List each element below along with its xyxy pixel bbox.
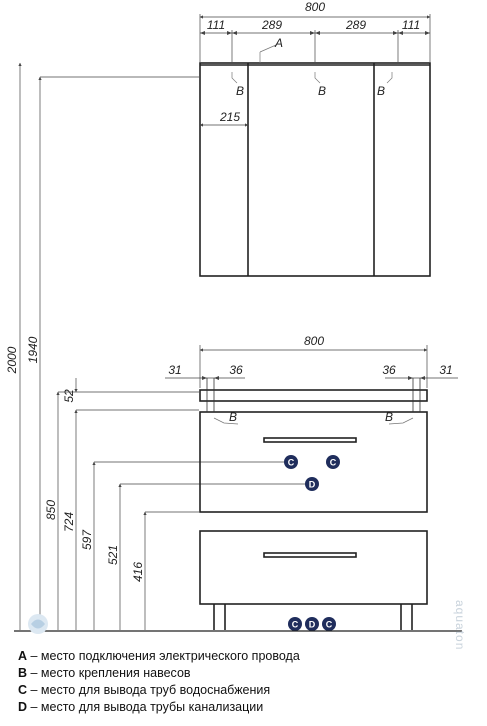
legend-item-d: D – место для вывода трубы канализации (18, 699, 458, 716)
upper-hinge-markers: B B B (231, 72, 393, 98)
svg-text:C: C (288, 458, 295, 468)
brand-logo-icon (28, 614, 48, 634)
vanity-offset-dimensions: 31 36 36 31 (165, 363, 458, 380)
floor-marker-2: D (305, 617, 319, 631)
offset-right-inner: 36 (382, 363, 396, 377)
height-724-dimension: 724 (62, 409, 199, 630)
legend-text-a: – место подключения электрического прово… (27, 649, 300, 663)
height-597-label: 597 (80, 529, 94, 550)
floor-marker-3: C (322, 617, 336, 631)
electric-connection-marker: A (259, 36, 283, 63)
drain-pipe-marker: D (305, 477, 319, 491)
segment-label-2: 289 (261, 18, 282, 32)
legend-text-d: – место для вывода трубы канализации (27, 700, 264, 714)
floor-marker-1: C (288, 617, 302, 631)
cabinet-segment-dimensions: 111 289 289 111 (200, 18, 430, 62)
height-521-label: 521 (106, 545, 120, 565)
counter-thickness-dimension: 52 (62, 378, 78, 403)
water-pipe-marker-2: C (326, 455, 340, 469)
segment-label-4: 111 (402, 18, 420, 32)
height-521-dimension: 521 (106, 483, 306, 630)
height-416-label: 416 (131, 562, 145, 582)
height-597-dimension: 597 (80, 461, 288, 630)
legend: A – место подключения электрического про… (18, 648, 458, 716)
hinge-marker-3: B (377, 84, 385, 98)
legend-text-c: – место для вывода труб водоснабжения (27, 683, 271, 697)
legend-item-c: C – место для вывода труб водоснабжения (18, 682, 458, 699)
height-850-dimension: 850 (44, 391, 199, 630)
vanity-width-dimension: 800 (199, 334, 428, 388)
legend-item-b: B – место крепления навесов (18, 665, 458, 682)
offset-left-inner: 36 (229, 363, 243, 377)
offset-left-outer: 31 (168, 363, 181, 377)
offset-right-outer: 31 (439, 363, 452, 377)
height-2000-dimension: 2000 (5, 62, 22, 630)
legend-text-b: – место крепления навесов (27, 666, 191, 680)
water-pipe-marker-1: C (284, 455, 298, 469)
marker-a-label: A (274, 36, 283, 50)
svg-text:D: D (309, 480, 316, 490)
height-2000-label: 2000 (5, 346, 19, 374)
svg-text:C: C (292, 620, 299, 630)
vanity-hinge-marker-2: B (385, 410, 393, 424)
vanity-hinge-markers: B B (213, 410, 414, 425)
legend-key-c: C (18, 683, 28, 697)
legend-item-a: A – место подключения электрического про… (18, 648, 458, 665)
segment-label-1: 111 (207, 18, 225, 32)
legend-key-a: A (18, 649, 28, 663)
height-850-label: 850 (44, 500, 58, 520)
vanity-hinge-marker-1: B (229, 410, 237, 424)
legend-key-d: D (18, 700, 28, 714)
legend-key-b: B (18, 666, 28, 680)
segment-label-3: 289 (345, 18, 366, 32)
height-1940-dimension: 1940 (26, 76, 199, 630)
vanity-width-label: 800 (304, 334, 324, 348)
cabinet-width-dimension: 800 (199, 0, 431, 62)
svg-text:D: D (309, 620, 316, 630)
hinge-offset-label: 215 (219, 110, 240, 124)
cabinet-width-label: 800 (305, 0, 325, 14)
watermark: aquaton (453, 600, 467, 651)
height-724-label: 724 (62, 512, 76, 532)
hinge-marker-2: B (318, 84, 326, 98)
counter-thickness-label: 52 (62, 389, 76, 403)
mirror-cabinet (199, 62, 431, 277)
svg-text:C: C (326, 620, 333, 630)
height-1940-label: 1940 (26, 336, 40, 363)
hinge-offset-dimension: 215 (199, 110, 249, 127)
svg-text:C: C (330, 458, 337, 468)
hinge-marker-1: B (236, 84, 244, 98)
height-416-dimension: 416 (131, 511, 199, 630)
vanity-unit (199, 378, 428, 630)
